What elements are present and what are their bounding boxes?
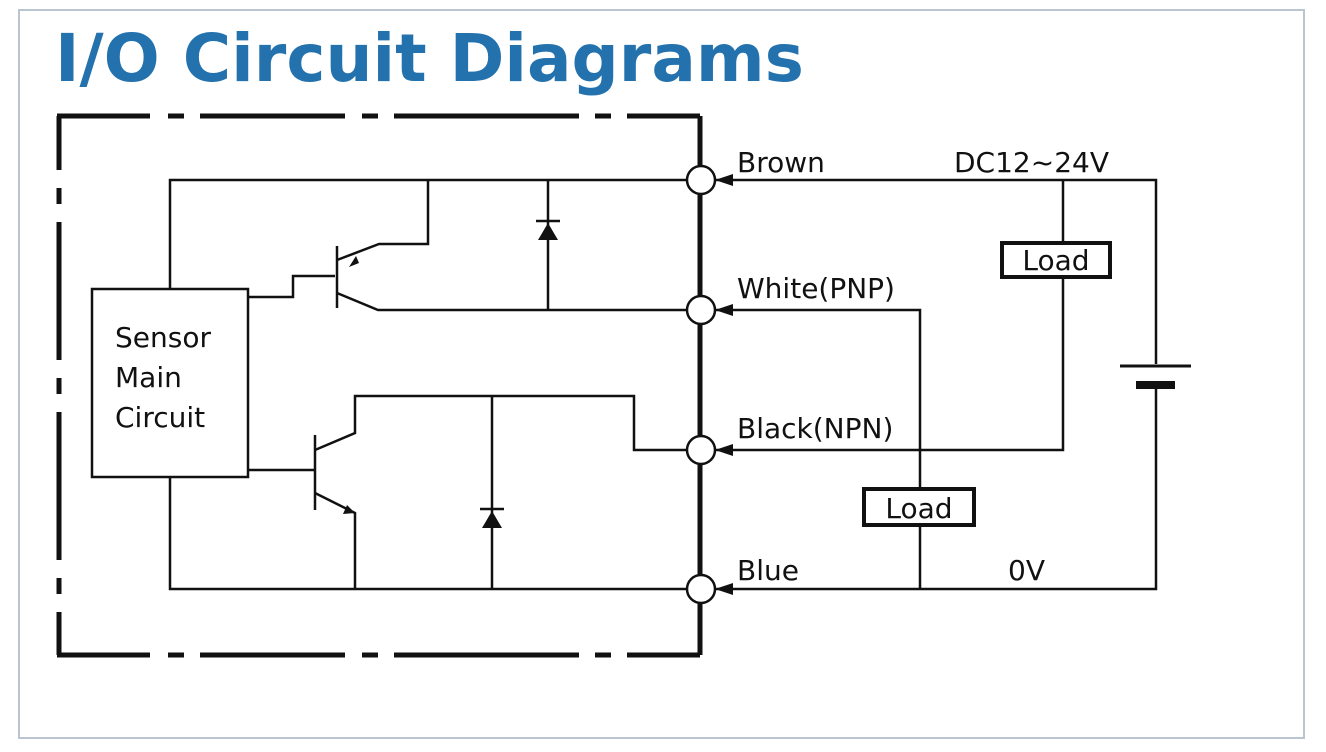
load-box-upper xyxy=(1000,241,1112,279)
wire-label-blue: Blue xyxy=(737,554,799,587)
supply-label-negative: 0V xyxy=(1008,554,1045,587)
supply-label-positive: DC12~24V xyxy=(954,146,1109,179)
wire-label-black: Black(NPN) xyxy=(737,412,893,445)
terminal-white xyxy=(685,294,717,326)
external-wiring xyxy=(715,174,1191,595)
page-title: I/O Circuit Diagrams xyxy=(55,20,804,97)
load-box-lower xyxy=(862,487,976,527)
wire-label-brown: Brown xyxy=(737,146,825,179)
sensor-label-line-1: Sensor xyxy=(115,321,211,354)
sensor-label-line-3: Circuit xyxy=(115,401,205,434)
terminal-blue xyxy=(685,573,717,605)
load-label-lower: Load xyxy=(885,492,952,525)
wire-label-white: White(PNP) xyxy=(737,272,895,305)
terminal-brown xyxy=(685,164,717,196)
internal-wiring xyxy=(168,178,686,591)
sensor-enclosure xyxy=(56,113,703,658)
sensor-label-line-2: Main xyxy=(115,361,182,394)
terminal-black xyxy=(685,434,717,466)
diagram-frame xyxy=(18,9,1305,739)
load-label-upper: Load xyxy=(1022,244,1089,277)
